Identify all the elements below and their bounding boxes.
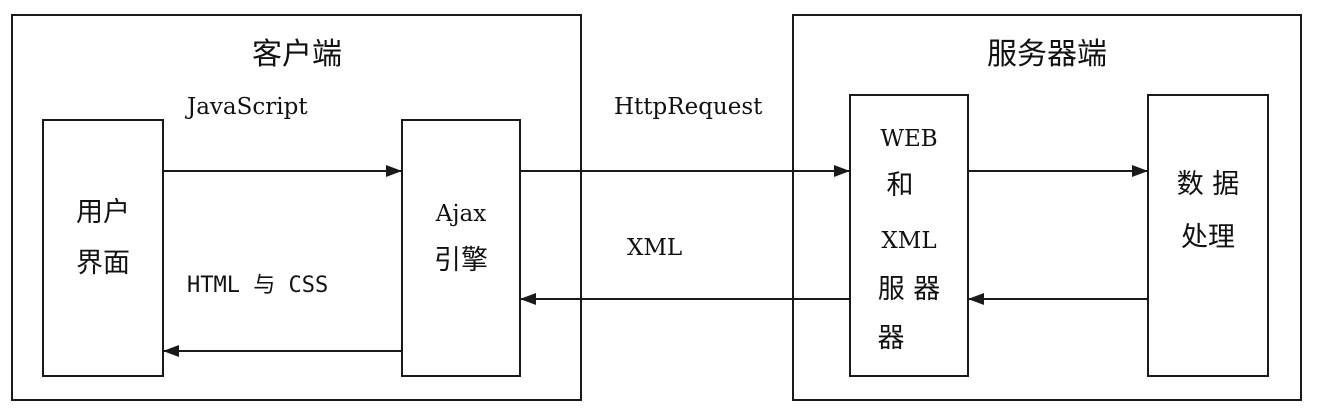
ajax-engine-label-1: Ajax xyxy=(435,201,486,227)
data-processing-box xyxy=(1147,94,1269,377)
javascript-label: JavaScript xyxy=(185,94,308,120)
web-server-label-2: 和 xyxy=(887,170,914,201)
web-server-label-1: WEB xyxy=(880,126,937,152)
html-css-label: HTML 与 CSS xyxy=(187,273,328,298)
data-processing-label-1: 数 据 xyxy=(1177,169,1240,200)
web-server-label-5: 器 xyxy=(878,323,905,354)
user-interface-label-2: 界面 xyxy=(76,248,130,279)
user-interface-box xyxy=(42,119,164,377)
client-panel: 客户端 用户 界面 Ajax 引擎 JavaScript HTML 与 CSS xyxy=(11,14,582,401)
ajax-engine-label-2: 引擎 xyxy=(434,245,488,276)
http-request-label: HttpRequest xyxy=(614,94,763,120)
server-title: 服务器端 xyxy=(987,37,1107,72)
user-interface-label-1: 用户 xyxy=(76,197,130,228)
xml-response-label: XML xyxy=(627,235,682,261)
ajax-engine-box xyxy=(401,119,521,377)
web-server-label-3: XML xyxy=(881,228,936,254)
web-xml-server-box xyxy=(849,94,969,377)
server-panel: 服务器端 WEB 和 XML 服 器 器 数 据 处理 xyxy=(792,14,1302,401)
data-processing-label-2: 处理 xyxy=(1181,222,1235,253)
web-server-label-4: 服 器 xyxy=(878,274,941,305)
client-title: 客户端 xyxy=(252,37,342,72)
transport: HttpRequest XML xyxy=(520,94,850,305)
